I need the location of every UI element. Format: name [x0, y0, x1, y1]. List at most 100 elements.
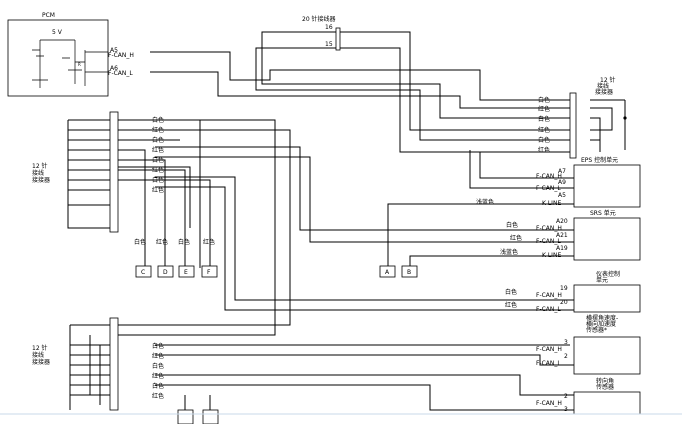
connector12-right-wire: 白色 [538, 96, 550, 104]
yaw-title-1: 横摆角速度- [586, 314, 618, 322]
pcm-sig-can-h: F-CAN_H [108, 52, 134, 59]
yaw-sig-2: F-CAN_L [536, 360, 561, 367]
srs-pin-1: A20 [556, 218, 568, 225]
eps-pin-3: A5 [558, 192, 566, 199]
yaw-sig-1: F-CAN_H [536, 346, 562, 353]
connector12-right-title1: 12 针 [600, 76, 616, 84]
meter-sig-1: F-CAN_H [536, 292, 562, 299]
connector12-right-title2: 接线 [597, 82, 609, 90]
pcm-pin-a6: A6 [110, 65, 118, 72]
connector20-pin16: 16 [325, 24, 333, 31]
srs-sig-2: F-CAN_L [536, 238, 561, 245]
port-f-box [201, 265, 218, 278]
connector12-left-top-wire: 红色 [152, 186, 164, 194]
port-b-box [401, 265, 418, 278]
branch-ports: 白色 红色 白色 红色 C D E F [134, 238, 218, 278]
eps-title: EPS 控制单元 [581, 156, 618, 164]
meter-pin-2: 20 [560, 299, 568, 306]
eps-box [573, 164, 641, 208]
steer-pin-2: 3 [564, 406, 568, 413]
branch-wire-f: 红色 [203, 238, 215, 246]
meter-control-unit: 仪表控制 单元 白色 19 F-CAN_H 红色 20 F-CAN_L [505, 270, 641, 313]
connector12-right-wire: 红色 [538, 105, 550, 113]
srs-unit: SRS 单元 白色 A20 F-CAN_H 红色 A21 F-CAN_L 浅蓝色… [500, 209, 641, 261]
port-f-label: F [207, 269, 211, 276]
srs-sig-3: K LINE [542, 252, 561, 259]
connector12-right-title3: 接接器 [595, 88, 613, 96]
srs-pin-3: A19 [556, 245, 568, 252]
meter-wire-1: 白色 [505, 288, 517, 296]
partial-port-box [202, 409, 219, 424]
connector12-left-bottom-title3: 接接器 [32, 358, 50, 366]
ports-ab: A B [379, 265, 418, 278]
steer-sig-1: F-CAN_H [536, 400, 562, 407]
connector12-left-bottom-title1: 12 针 [32, 344, 48, 352]
connector12-left-bottom-body [109, 317, 119, 411]
connector12-left-top-wire: 红色 [152, 166, 164, 174]
steer-title-1: 转向角 [596, 377, 614, 385]
connector12-right-body [569, 92, 577, 159]
pcm-title: PCM [42, 12, 55, 19]
connector12-right-wire: 红色 [538, 146, 550, 154]
connector12-left-bottom-wire: 红色 [152, 352, 164, 360]
yaw-box [573, 336, 641, 375]
connector20-title: 20 针接线器 [302, 15, 336, 23]
port-b-label: B [407, 269, 411, 276]
yaw-title-3: 传感器* [586, 326, 607, 334]
connector12-right-wire: 红色 [538, 126, 550, 134]
connector12-left-bottom-wire: 红色 [152, 372, 164, 380]
steer-pin-1: 2 [564, 393, 568, 400]
connector12-left-top-body [109, 111, 119, 233]
branch-wire-e: 白色 [178, 238, 190, 246]
connector12-left-bottom-wire: 白色 [152, 342, 164, 350]
connector-20pin: 20 针接线器 16 15 [302, 15, 341, 51]
yaw-title-2: 横向加速度 [586, 320, 616, 328]
eps-pin-2: A9 [558, 179, 566, 186]
pcm-internal-circuit: R [32, 39, 108, 88]
connector12-left-bottom-wire: 红色 [152, 392, 164, 400]
meter-box [573, 284, 641, 313]
connector12-left-top-title1: 12 针 [32, 162, 48, 170]
connector12-left-top-wire: 白色 [152, 136, 164, 144]
connector-12pin-left-bottom: 12 针 接线 接接器 白色 红色 白色 红色 白色 红色 [32, 317, 164, 411]
steer-title-2: 传感器 [596, 383, 614, 391]
connector12-left-top-wire: 白色 [152, 156, 164, 164]
eps-sig-3: K LINE [542, 200, 561, 207]
connector12-right-junction [623, 116, 627, 120]
bottom-partial-ports [177, 409, 219, 424]
eps-sig-2: F-CAN_L [536, 185, 561, 192]
connector12-left-bottom-wire: 白色 [152, 362, 164, 370]
pcm-pin-a5: A5 [110, 47, 118, 54]
wiring [67, 31, 626, 412]
connector20-body [335, 27, 341, 51]
eps-wire-kline: 浅蓝色 [476, 198, 494, 206]
connector12-left-top-title3: 接接器 [32, 176, 50, 184]
connector12-right-wire: 白色 [538, 136, 550, 144]
meter-wire-2: 红色 [505, 301, 517, 309]
connector12-left-top-title2: 接线 [32, 169, 44, 177]
srs-sig-1: F-CAN_H [536, 225, 562, 232]
port-c-box [135, 265, 152, 278]
pcm-box [7, 19, 109, 97]
yaw-pin-2: 2 [564, 353, 568, 360]
port-a-label: A [385, 269, 390, 276]
srs-box [573, 217, 641, 261]
port-e-label: E [184, 269, 188, 276]
partial-port-box [177, 409, 194, 424]
port-e-box [178, 265, 195, 278]
srs-wire-3: 浅蓝色 [500, 248, 518, 256]
meter-title-1: 仪表控制 [596, 270, 620, 278]
branch-wire-d: 红色 [156, 238, 168, 246]
connector12-left-top-wire: 白色 [152, 176, 164, 184]
branch-wire-c: 白色 [134, 238, 146, 246]
yaw-pin-1: 3 [564, 339, 568, 346]
port-a-box [379, 265, 396, 278]
srs-title: SRS 单元 [590, 209, 616, 217]
connector-12pin-left-top: 12 针 接线 接接器 白色 红色 白色 红色 白色 红色 白色 红色 [32, 111, 164, 233]
connector12-left-top-wire: 红色 [152, 146, 164, 154]
meter-sig-2: F-CAN_L [536, 306, 561, 313]
eps-control-unit: EPS 控制单元 浅蓝色 A7 F-CAN_H A9 F-CAN_L A5 K … [476, 156, 641, 208]
pcm-internal-mark: R [78, 62, 81, 67]
connector12-left-bottom-title2: 接线 [32, 351, 44, 359]
connector12-right-wire: 白色 [538, 115, 550, 123]
